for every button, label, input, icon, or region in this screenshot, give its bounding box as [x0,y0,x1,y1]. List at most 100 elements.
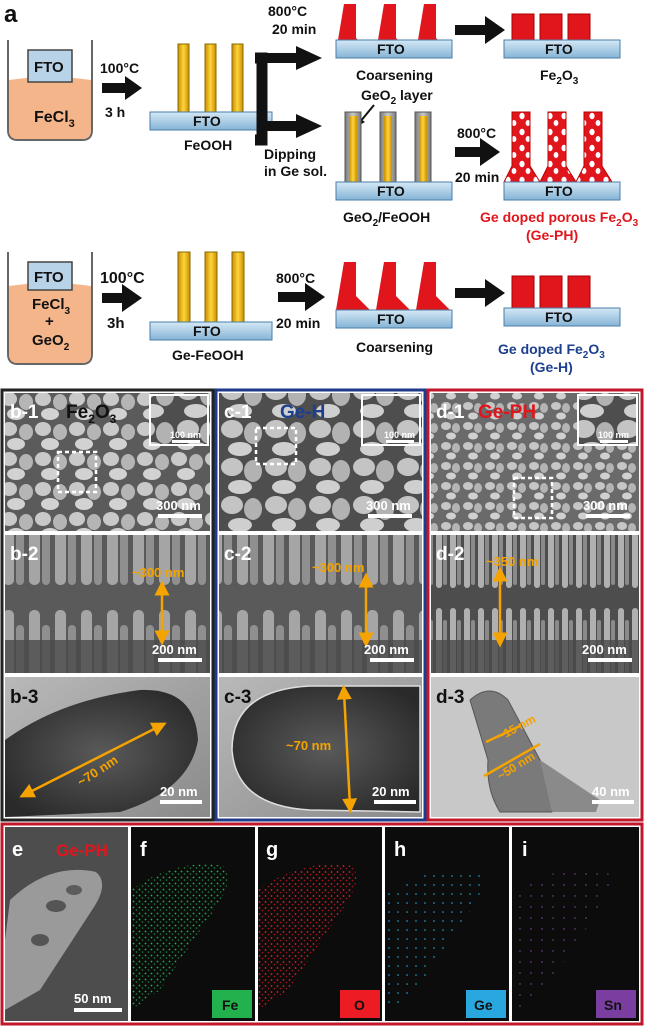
d1-inset-scale: 100 nm [598,430,629,440]
c3-scale: 20 nm [372,784,410,799]
ge-feooh-substrate: FTO Ge-FeOOH [150,252,272,363]
geo2-layer-pointer [360,105,374,122]
ge-ph-label: Ge doped porous Fe2O3 [480,209,639,229]
i-label: i [522,839,528,861]
coarsening-upper-label: Coarsening [356,67,433,83]
arrow-row2-step2: 800°C 20 min [276,270,325,331]
arrow-to-ge-h [455,279,505,307]
i-element: Sn [604,997,622,1013]
fe2o3-fto: FTO [545,41,573,57]
e-title: Ge-PH [56,841,108,860]
b1-inset-scale: 100 nm [170,430,201,440]
feooh-fto-label: FTO [193,113,221,129]
d3-scale: 40 nm [592,784,630,799]
b3-scale: 20 nm [160,784,198,799]
geo2-feooh-fto: FTO [377,183,405,199]
e-label: e [12,839,23,861]
coarsening-upper-fto: FTO [377,41,405,57]
ge-ph-fto: FTO [545,183,573,199]
beaker-1-fto-label: FTO [34,59,64,76]
ge-h-product: FTO Ge doped Fe2O3 (Ge-H) [498,276,620,375]
ge-feooh-label: Ge-FeOOH [172,347,244,363]
b1-scale: 300 nm [156,498,201,513]
upper-temp: 800°C [268,3,307,19]
sem-d1: d-1 Ge-PH 100 nm 300 nm [431,393,639,531]
h-element: Ge [474,997,493,1013]
row2-step2-time: 20 min [276,315,320,331]
b3-label: b-3 [10,687,39,708]
dipping-line2: in Ge sol. [264,163,327,179]
d1-label: d-1 [436,402,465,423]
f-element: Fe [222,997,239,1013]
coarsening-upper: FTO Coarsening [336,4,452,83]
f-label: f [140,839,147,861]
ge-h-label: Ge doped Fe2O3 [498,341,605,361]
ge-ph-product: FTO Ge doped porous Fe2O3 (Ge-PH) [480,112,639,243]
tem-b3: b-3 ~70 nm 20 nm [5,677,210,817]
row1-step1-time: 3 h [105,104,125,120]
sem-b1: b-1 Fe2O3 100 nm 300 nm [5,393,210,531]
g-element: O [354,997,365,1013]
arrow-row1-step1: 100°C 3 h [100,60,142,120]
beaker-2-fto-label: FTO [34,269,64,286]
branch-arrow: 800°C 20 min Dipping in Ge sol. [253,3,327,179]
map-i: i Sn [512,827,639,1021]
feooh-substrate-row1: FTO FeOOH [150,44,272,153]
sem-c2: c-2 ~300 nm 200 nm [219,535,422,673]
feooh-label: FeOOH [184,137,232,153]
row2-step1-time: 3h [107,315,125,332]
c1-label: c-1 [224,402,252,423]
beaker-2-plus: + [45,313,54,330]
g-label: g [266,839,278,861]
tem-c3: c-3 ~70 nm 20 nm [219,677,422,817]
c2-thickness: ~300 nm [312,560,364,575]
h-label: h [394,839,406,861]
fe2o3-product: FTO Fe2O3 [504,14,620,87]
ge-ph-abbr: (Ge-PH) [526,227,578,243]
d2-scale: 200 nm [582,642,627,657]
d1-scale: 300 nm [583,498,628,513]
d1-title: Ge-PH [478,402,536,423]
d2-thickness: ~350 nm [486,554,538,569]
b1-label: b-1 [10,402,39,423]
b2-thickness: ~300 nm [132,565,184,580]
beaker-1: FTO FeCl3 [8,40,92,140]
map-e: e Ge-PH 50 nm [5,827,128,1021]
geo2-layer-label: GeO2 layer [361,87,433,107]
c1-title: Ge-H [280,402,325,423]
dipping-line1: Dipping [264,146,316,162]
sem-c1: c-1 Ge-H 100 nm 300 nm [219,393,422,531]
coarsening-lower-fto: FTO [377,311,405,327]
lower-temp: 800°C [457,125,496,141]
coarsening-lower: FTO Coarsening [336,262,452,355]
geo2-feooh-label: GeO2/FeOOH [343,209,430,229]
upper-time: 20 min [272,21,316,37]
row2-step2-temp: 800°C [276,270,315,286]
coarsening-lower-label: Coarsening [356,339,433,355]
panel-a-letter: a [4,1,18,28]
arrow-lower: 800°C 20 min [455,125,500,185]
c3-width: ~70 nm [286,738,331,753]
d2-label: d-2 [436,544,465,565]
b2-label: b-2 [10,544,39,565]
ge-h-fto: FTO [545,309,573,325]
map-h: h Ge [385,827,509,1021]
arrow-row2-step1: 100°C 3h [100,270,145,332]
c3-label: c-3 [224,687,251,708]
geo2-feooh-substrate: FTO GeO2/FeOOH [336,112,452,229]
fe2o3-label: Fe2O3 [540,67,579,87]
c1-scale: 300 nm [366,498,411,513]
map-g: g O [258,827,382,1021]
map-f: f Fe [131,827,255,1021]
b2-scale: 200 nm [152,642,197,657]
ge-feooh-fto: FTO [193,323,221,339]
sem-b2: b-2 ~300 nm 200 nm [5,535,210,673]
c2-scale: 200 nm [364,642,409,657]
c2-label: c-2 [224,544,251,565]
sem-d2: d-2 ~350 nm 200 nm [431,535,639,673]
c1-inset-scale: 100 nm [384,430,415,440]
tem-d3: d-3 ~15 nm ~50 nm 40 nm [431,677,639,817]
row1-step1-temp: 100°C [100,60,139,76]
lower-time: 20 min [455,169,499,185]
d3-label: d-3 [436,687,465,708]
